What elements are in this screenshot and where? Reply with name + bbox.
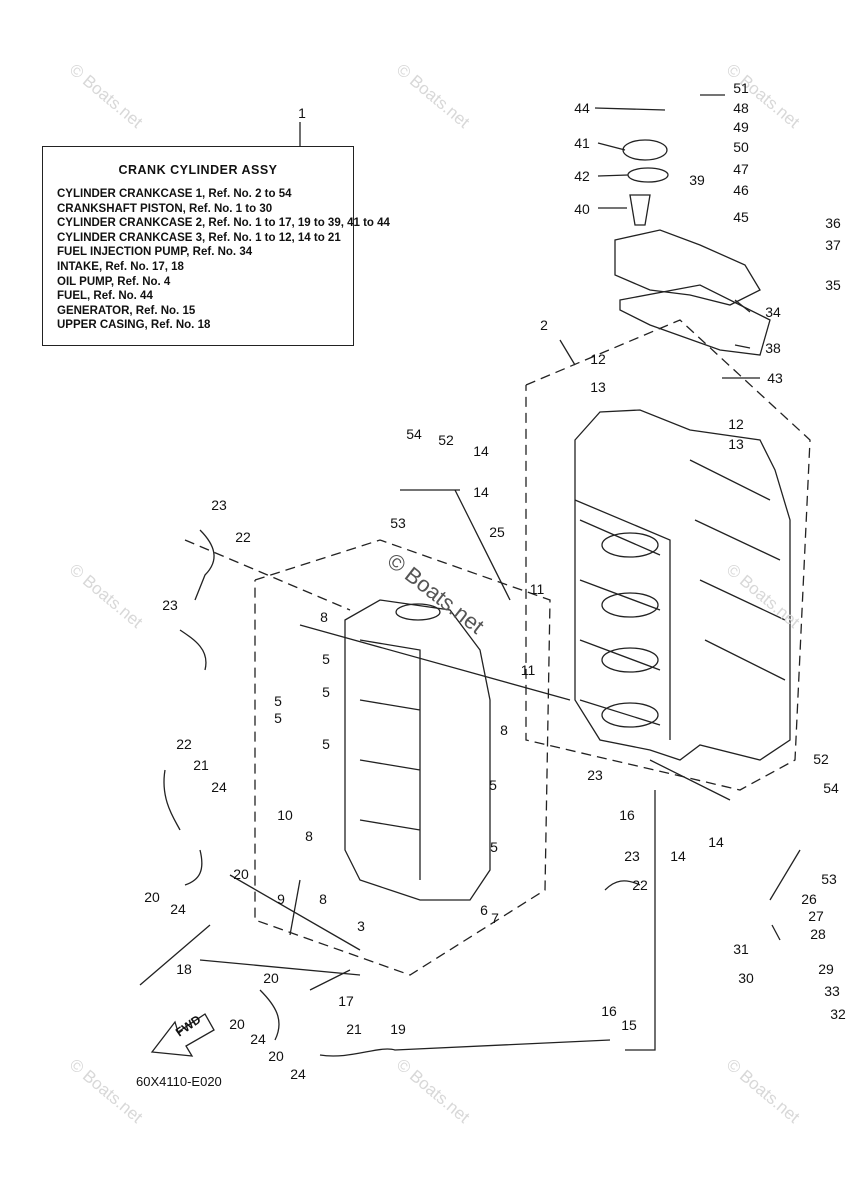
legend-line: CYLINDER CRANKCASE 1, Ref. No. 2 to 54 <box>57 188 292 200</box>
callout-number: 20 <box>233 866 249 882</box>
callout-number: 52 <box>813 751 829 767</box>
legend-line: CRANKSHAFT PISTON, Ref. No. 1 to 30 <box>57 202 273 215</box>
callout-number: 25 <box>489 524 505 540</box>
callout-number: 18 <box>176 961 192 977</box>
callout-number: 34 <box>765 304 781 320</box>
callout-number: 32 <box>830 1006 846 1022</box>
callout-number: 24 <box>211 779 227 795</box>
callout-number: 37 <box>825 237 841 253</box>
callout-number: 15 <box>621 1017 637 1033</box>
callout-number: 16 <box>619 807 635 823</box>
callout-number: 3 <box>357 918 365 934</box>
callout-number: 9 <box>277 891 285 907</box>
callout-number: 5 <box>274 693 282 709</box>
callout-number: 53 <box>821 871 837 887</box>
legend-line: OIL PUMP, Ref. No. 4 <box>57 275 171 288</box>
callout-number: 33 <box>824 983 840 999</box>
callout-number: 54 <box>406 426 422 442</box>
callout-number: 16 <box>601 1003 617 1019</box>
callout-number: 50 <box>733 139 749 155</box>
callout-number: 20 <box>144 889 160 905</box>
callout-number: 23 <box>624 848 640 864</box>
callout-number: 22 <box>632 877 648 893</box>
legend-line: GENERATOR, Ref. No. 15 <box>57 304 196 317</box>
callout-number: 23 <box>211 497 227 513</box>
callout-number: 49 <box>733 119 749 135</box>
callout-number: 12 <box>590 351 606 367</box>
callout-number: 47 <box>733 161 749 177</box>
legend-title: CRANK CYLINDER ASSY <box>118 163 278 177</box>
callout-number: 35 <box>825 277 841 293</box>
callout-number: 20 <box>229 1016 245 1032</box>
callout-number: 29 <box>818 961 834 977</box>
legend-box: CRANK CYLINDER ASSY CYLINDER CRANKCASE 1… <box>42 146 390 346</box>
legend-line: UPPER CASING, Ref. No. 18 <box>57 319 211 332</box>
diagram-code: 60X4110-E020 <box>136 1074 222 1089</box>
callout-number: 5 <box>322 736 330 752</box>
callout-number: 7 <box>491 910 499 926</box>
callout-number: 5 <box>322 651 330 667</box>
callout-number: 22 <box>176 736 192 752</box>
callout-number: 22 <box>235 529 251 545</box>
callout-number: 52 <box>438 432 454 448</box>
callout-number: 20 <box>268 1048 284 1064</box>
legend-line: INTAKE, Ref. No. 17, 18 <box>57 260 184 273</box>
callout-number: 8 <box>305 828 313 844</box>
callout-number: 10 <box>277 807 293 823</box>
callout-number: 24 <box>170 901 186 917</box>
legend-ref-number: 1 <box>298 105 306 121</box>
callout-number: 30 <box>738 970 754 986</box>
callout-number: 26 <box>801 891 817 907</box>
callout-number: 23 <box>587 767 603 783</box>
callout-number: 14 <box>670 848 686 864</box>
callout-number: 42 <box>574 168 590 184</box>
callout-number: 20 <box>263 970 279 986</box>
callout-number: 2 <box>540 317 548 333</box>
callout-number: 21 <box>193 757 209 773</box>
callout-number: 31 <box>733 941 749 957</box>
callout-number: 14 <box>473 484 489 500</box>
callout-number: 24 <box>250 1031 266 1047</box>
callout-number: 24 <box>290 1066 306 1082</box>
callout-number: 5 <box>322 684 330 700</box>
callout-number: 39 <box>689 172 705 188</box>
callout-number: 11 <box>529 581 545 597</box>
legend-line: FUEL INJECTION PUMP, Ref. No. 34 <box>57 246 253 259</box>
callout-number: 19 <box>390 1021 406 1037</box>
callout-number: 12 <box>728 416 744 432</box>
callout-number: 8 <box>319 891 327 907</box>
callout-number: 53 <box>390 515 406 531</box>
callout-number: 13 <box>590 379 606 395</box>
callout-number: 36 <box>825 215 841 231</box>
legend-line: CYLINDER CRANKCASE 3, Ref. No. 1 to 12, … <box>57 231 341 244</box>
callout-number: 45 <box>733 209 749 225</box>
callout-number: 8 <box>320 609 328 625</box>
callout-number: 48 <box>733 100 749 116</box>
callout-number: 44 <box>574 100 590 116</box>
callout-number: 11 <box>520 662 536 678</box>
callout-number: 13 <box>728 436 744 452</box>
callout-number: 38 <box>765 340 781 356</box>
callout-number: 6 <box>480 902 488 918</box>
callout-number: 21 <box>346 1021 362 1037</box>
callout-number: 23 <box>162 597 178 613</box>
callout-number: 14 <box>473 443 489 459</box>
callout-number: 14 <box>708 834 724 850</box>
callout-number: 5 <box>489 777 497 793</box>
legend-line: FUEL, Ref. No. 44 <box>57 290 153 303</box>
callout-number: 8 <box>500 722 508 738</box>
callout-number: 54 <box>823 780 839 796</box>
callout-number: 27 <box>808 908 824 924</box>
legend-line: CYLINDER CRANKCASE 2, Ref. No. 1 to 17, … <box>57 217 390 230</box>
callout-number: 43 <box>767 370 783 386</box>
callout-number: 5 <box>274 710 282 726</box>
callout-number: 41 <box>574 135 590 151</box>
callout-number: 28 <box>810 926 826 942</box>
callout-number: 17 <box>338 993 354 1009</box>
callout-number: 40 <box>574 201 590 217</box>
callout-number: 51 <box>733 80 749 96</box>
callout-number: 5 <box>490 839 498 855</box>
callout-number: 46 <box>733 182 749 198</box>
